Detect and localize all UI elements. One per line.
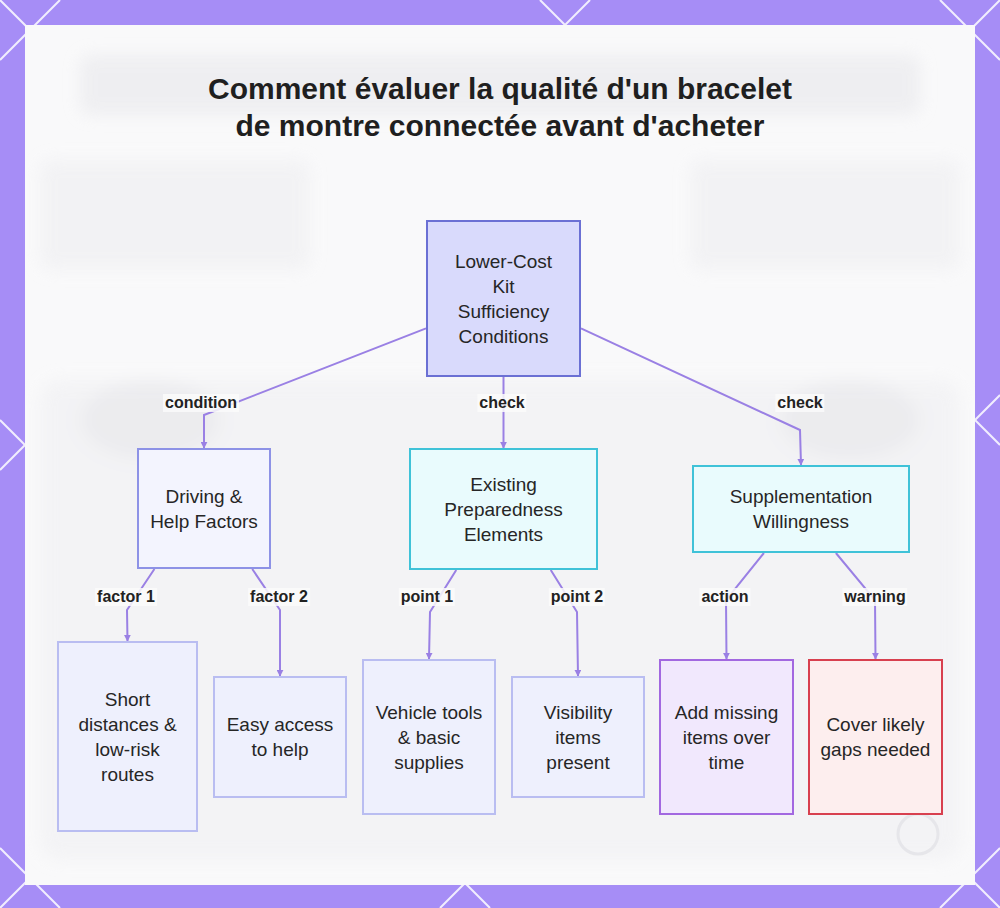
blurred-backdrop — [40, 55, 960, 860]
edge-label: factor 2 — [248, 588, 310, 606]
root-box: Lower-Cost Kit Sufficiency Conditions — [426, 220, 581, 377]
connector-line — [429, 570, 456, 659]
corner-logo — [898, 814, 938, 854]
diagram-title: Comment évaluer la qualité d'un bracelet… — [200, 70, 800, 144]
box-label: Cover likely gaps needed — [820, 712, 931, 762]
connector-line — [836, 553, 876, 659]
box-label: Lower-Cost Kit Sufficiency Conditions — [448, 249, 559, 349]
edge-label: check — [775, 394, 824, 412]
edge-label: action — [699, 588, 750, 606]
connector-line — [252, 569, 280, 676]
process-box: Easy access to help — [213, 676, 347, 798]
connector-line — [503, 377, 505, 448]
process-box: Add missing items over time — [659, 659, 794, 815]
canvas-panel — [25, 25, 975, 885]
connector-line — [204, 328, 426, 448]
edge-label: check — [477, 394, 526, 412]
edge-label: factor 1 — [95, 588, 157, 606]
connector-line — [726, 553, 764, 659]
edge-label: point 2 — [549, 588, 605, 606]
box-label: Vehicle tools & basic supplies — [374, 700, 484, 775]
box-label: Easy access to help — [225, 712, 335, 762]
process-box: Visibility items present — [511, 676, 645, 798]
box-label: Add missing items over time — [671, 700, 782, 775]
process-box: Short distances & low-risk routes — [57, 641, 198, 832]
edge-label: warning — [842, 588, 907, 606]
box-label: Supplementation Willingness — [704, 484, 898, 534]
edge-label: point 1 — [399, 588, 455, 606]
box-label: Short distances & low-risk routes — [69, 687, 186, 787]
box-label: Visibility items present — [523, 700, 633, 775]
box-label: Driving & Help Factors — [149, 484, 259, 534]
process-box: Existing Preparedness Elements — [409, 448, 598, 570]
process-box: Driving & Help Factors — [137, 448, 271, 569]
process-box: Cover likely gaps needed — [808, 659, 943, 815]
edge-label: condition — [163, 394, 239, 412]
connector-line — [581, 328, 801, 465]
box-label: Existing Preparedness Elements — [421, 472, 586, 547]
process-box: Supplementation Willingness — [692, 465, 910, 553]
connector-line — [551, 570, 578, 676]
process-box: Vehicle tools & basic supplies — [362, 659, 496, 815]
